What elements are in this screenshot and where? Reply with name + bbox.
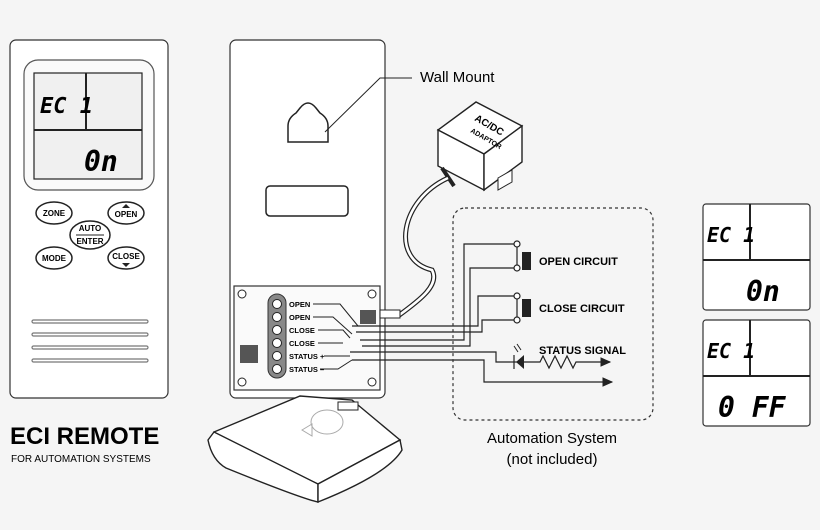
up-arrow-icon (122, 204, 130, 208)
open-circuit-label: OPEN CIRCUIT (539, 256, 618, 268)
terminal-label: OPEN (289, 300, 310, 309)
panel-block-right (360, 310, 376, 324)
down-arrow-icon (122, 263, 130, 267)
display-off-top: EC 1 (707, 339, 755, 363)
wall-mount-label: Wall Mount (420, 69, 495, 86)
wall-mount-pointer (324, 77, 412, 133)
open-button-label: OPEN (115, 210, 138, 219)
terminal-label: CLOSE (289, 339, 315, 348)
auto-enter-button[interactable]: AUTO ENTER (69, 220, 111, 250)
remote-lcd (33, 72, 143, 180)
terminal-label: OPEN (289, 313, 310, 322)
remote-lcd-bottom: 0n (84, 145, 118, 178)
close-circuit-label: CLOSE CIRCUIT (539, 303, 625, 315)
zone-button-label: ZONE (43, 209, 66, 218)
display-on: EC 1 0n (702, 203, 811, 311)
mount-slot (265, 185, 349, 217)
terminal-label: STATUS + (289, 352, 325, 361)
close-circuit-switch: CLOSE CIRCUIT (513, 292, 625, 324)
mode-button[interactable]: MODE (35, 246, 73, 270)
auto-label: AUTO (79, 224, 102, 233)
ac-dc-adaptor: AC/DC ADAPTOR (436, 101, 524, 192)
wiring-bundle (350, 243, 614, 387)
led-diode-icon (516, 355, 524, 369)
light-emission-icon (513, 343, 522, 353)
wall-mount: OPEN OPEN CLOSE CLOSE STATUS + STATUS – (229, 39, 386, 399)
enter-label: ENTER (76, 237, 103, 246)
automation-sublabel: (not included) (507, 451, 598, 468)
speaker-grille (31, 319, 149, 363)
terminal-labels: OPEN OPEN CLOSE CLOSE STATUS + STATUS – (289, 300, 325, 374)
play-arrow-icon (301, 423, 313, 437)
close-button-label: CLOSE (112, 252, 140, 261)
open-circuit-switch: OPEN CIRCUIT (513, 240, 618, 272)
remote-control: EC 1 0n ZONE OPEN AUTO ENTER MODE CLOSE (9, 39, 169, 399)
keyhole-slot-icon (287, 102, 329, 143)
remote-lcd-top: EC 1 (40, 94, 93, 119)
terminal-label: STATUS – (289, 365, 324, 374)
panel-block-left (240, 345, 258, 363)
automation-system-box (452, 207, 654, 421)
terminal-panel (233, 285, 381, 391)
zone-button[interactable]: ZONE (35, 201, 73, 225)
adaptor-cable (379, 166, 456, 319)
resistor-icon (524, 354, 612, 370)
status-signal-label: STATUS SIGNAL (539, 345, 626, 357)
terminal-screws (272, 299, 282, 374)
status-signal: STATUS SIGNAL (510, 343, 626, 370)
close-button[interactable]: CLOSE (107, 246, 145, 270)
automation-label: Automation System (487, 430, 617, 447)
caption-subtitle: FOR AUTOMATION SYSTEMS (11, 454, 151, 465)
terminal-leads (313, 303, 359, 370)
mode-button-label: MODE (42, 254, 67, 263)
display-on-bottom: 0n (746, 275, 780, 308)
desk-stand (207, 395, 403, 504)
display-off: EC 1 0 FF (702, 319, 811, 427)
display-on-top: EC 1 (707, 223, 755, 247)
terminal-label: CLOSE (289, 326, 315, 335)
display-off-bottom: 0 FF (718, 391, 787, 424)
open-button[interactable]: OPEN (107, 201, 145, 225)
caption-title: ECI REMOTE (10, 423, 159, 450)
panel-screws (237, 289, 377, 387)
